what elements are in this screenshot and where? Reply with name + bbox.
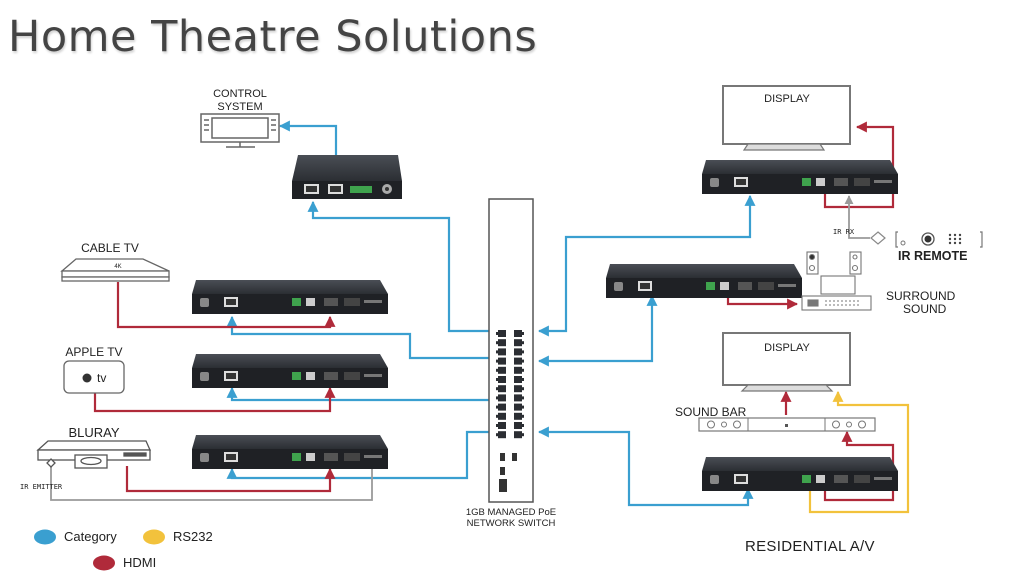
switch-port [498,348,506,356]
switch-port [498,394,506,402]
hdmi-cable-tv [116,282,336,329]
switch-port [514,376,522,383]
switch-port [498,357,506,365]
ir-remote-label: IR REMOTE [898,249,967,263]
receiver-surround [606,264,802,298]
cable-apple-tv-ext [226,386,490,402]
apple-logo-icon [82,373,92,383]
switch-port [514,330,522,337]
hdmi-display-top [823,121,895,209]
apple-tv: APPLE TV tv [63,345,125,394]
hdmi-apple-tv [93,386,336,413]
display-top-label: DISPLAY [764,93,810,105]
bluray-player-icon [36,440,152,469]
cable-cable-tv-ext [226,315,490,360]
cable-tv-badge: 4K [114,264,121,270]
cable-bluray-ext [226,430,490,480]
switch-label-line2: NETWORK SWITCH [467,518,556,529]
network-switch: 1GB MANAGED PoE NETWORK SWITCH [466,198,556,529]
switch-port [514,422,522,429]
apple-tv-label: APPLE TV [65,345,122,359]
switch-port [498,403,506,411]
cable-switch-surround [537,294,658,367]
switch-port [514,339,522,347]
switch-port [498,431,506,439]
switch-label-line1: 1GB MANAGED PoE [466,507,556,518]
legend: Category RS232 HDMI [34,529,213,571]
ir-receiver-icon [870,231,886,245]
transmitter-bluray [192,435,388,469]
receiver-display-top [702,160,898,194]
speaker-icon [801,251,872,311]
switch-port [514,403,522,411]
switch-port [498,330,506,337]
surround-sound: SURROUND SOUND [801,251,956,316]
switch-port [514,431,522,439]
ir-cables [50,195,870,501]
sound-bar: SOUND BAR [675,405,876,432]
legend-label-category: Category [64,529,117,544]
switch-port [514,394,522,402]
switch-port [514,366,522,374]
cable-box-icon [60,258,170,282]
ir-emitter-label: IR EMITTER [20,483,63,491]
ir-display-top [844,195,870,239]
switch-port [498,412,506,420]
switch-port [498,385,506,393]
switch-port [514,412,522,420]
surround-label-line2: SOUND [903,302,947,316]
switch-port [498,422,506,429]
control-system: CONTROL SYSTEM [200,88,402,199]
transmitter-cable-tv [192,280,388,314]
display-top-screen [722,85,851,145]
cable-switch-display-top [537,194,756,337]
rs232-cables [808,390,910,514]
cable-switch-to-control [307,200,490,333]
bluray-label: BLURAY [68,425,119,440]
control-system-label-line2: SYSTEM [217,101,262,113]
legend-swatch-category [34,529,56,545]
legend-label-rs232: RS232 [173,529,213,544]
ir-bluray [50,462,373,501]
sound-bar-label: SOUND BAR [675,405,747,419]
hdmi-surround [726,296,799,310]
switch-port [514,385,522,393]
switch-port [498,376,506,383]
display-bottom-screen [722,332,851,386]
ir-remote-icon [924,235,932,243]
monitor-icon [200,113,280,148]
legend-label-hdmi: HDMI [123,555,156,570]
legend-swatch-hdmi [93,555,115,571]
bluray: BLURAY IR EMITTER [20,425,152,491]
cable-tv-label: CABLE TV [81,241,139,255]
cable-switch-display-bottom [537,426,754,507]
page-title: Home Theatre Solutions [8,12,538,62]
surround-label-line1: SURROUND [886,289,956,303]
transmitter-apple-tv [192,354,388,388]
control-system-label-line1: CONTROL [213,88,267,100]
ir-rx-label: IR RX [833,228,855,236]
legend-swatch-rs232 [143,529,165,545]
apple-tv-badge: tv [97,371,106,385]
display-top: DISPLAY [722,85,851,151]
display-bottom-label: DISPLAY [764,342,810,354]
display-bottom: DISPLAY [722,332,851,392]
category-cables [226,120,756,507]
rs232-display [808,390,910,514]
switch-port [498,339,506,347]
switch-port [514,348,522,356]
switch-chassis [488,198,534,503]
control-processor [292,155,402,199]
footer-caption: RESIDENTIAL A/V [745,538,875,555]
switch-port [498,366,506,374]
hdmi-bluray [125,466,336,493]
apple-tv-box [63,360,125,394]
switch-port [514,357,522,365]
ir-remote: IR REMOTE [895,231,983,263]
receiver-display-bottom [702,457,898,491]
switch-ports [496,330,524,439]
cable-tv: CABLE TV 4K [60,241,170,282]
